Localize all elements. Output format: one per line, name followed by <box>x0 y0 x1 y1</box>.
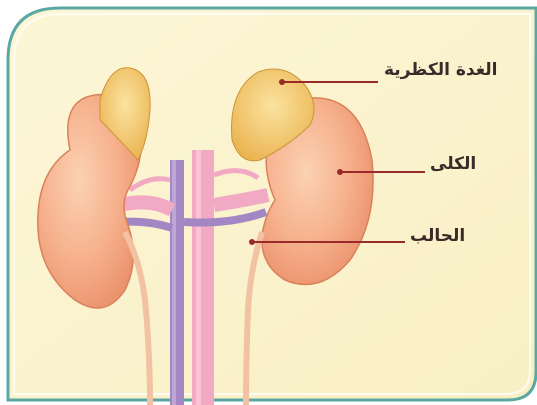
vena-cava <box>192 150 214 405</box>
kidney-label: الكلى <box>430 154 476 174</box>
ureter-label: الحالب <box>410 226 465 246</box>
left-renal-vessels <box>120 202 172 210</box>
adrenal-gland-label: الغدة الكظرية <box>384 60 498 80</box>
